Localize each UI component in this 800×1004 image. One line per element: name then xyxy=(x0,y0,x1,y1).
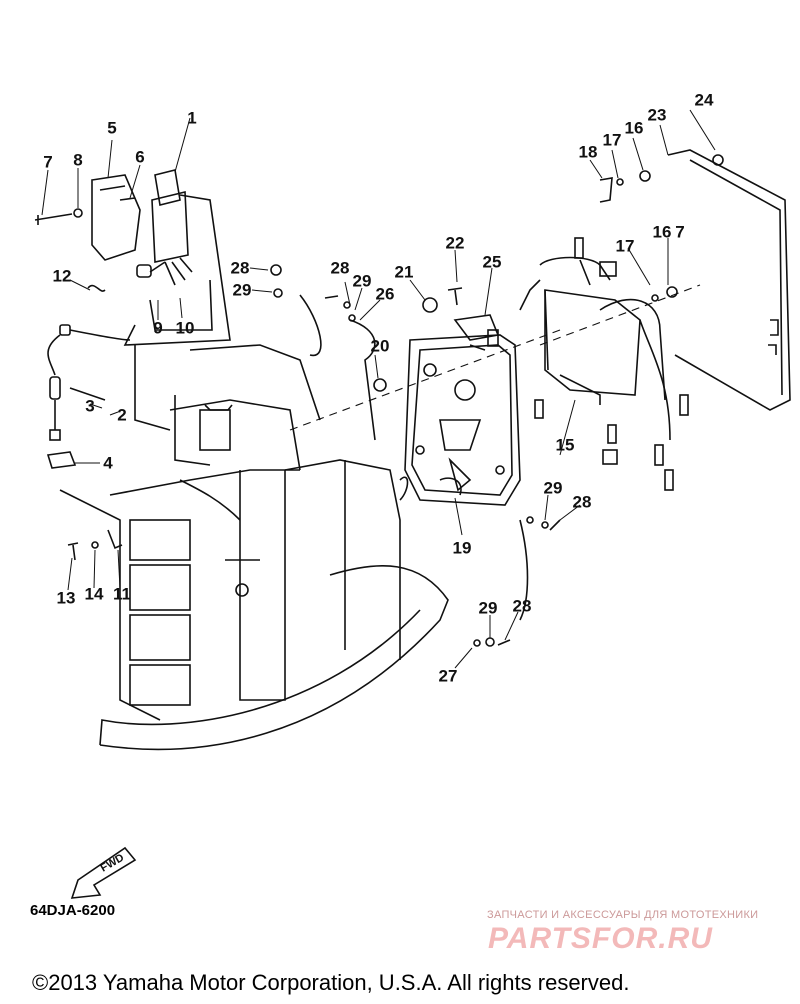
harness-assembly xyxy=(123,169,231,431)
callout-28-d: 28 xyxy=(512,596,532,616)
callout-23: 23 xyxy=(647,105,667,125)
callout-13: 13 xyxy=(56,588,76,608)
callout-6: 6 xyxy=(135,147,145,167)
callout-24: 24 xyxy=(694,90,714,110)
cover-bracket xyxy=(34,174,141,261)
callout-1: 1 xyxy=(187,108,197,128)
callout-29-a: 29 xyxy=(232,280,252,300)
centerline xyxy=(289,329,561,431)
centerline-2 xyxy=(539,284,701,346)
engine-outline xyxy=(59,344,449,751)
callout-25: 25 xyxy=(482,252,502,272)
relay-parts xyxy=(422,287,500,351)
callout-15: 15 xyxy=(555,435,575,455)
lower-bolts xyxy=(67,529,123,561)
sensor-wire xyxy=(46,284,131,469)
ignition-plate xyxy=(404,334,521,506)
callout-19: 19 xyxy=(452,538,472,558)
callout-28-c: 28 xyxy=(572,492,592,512)
fasteners xyxy=(270,154,724,647)
callout-7-b: 7 xyxy=(675,222,685,242)
callout-14: 14 xyxy=(84,584,104,604)
callout-29-d: 29 xyxy=(478,598,498,618)
callout-17-b: 17 xyxy=(615,236,635,256)
callout-5: 5 xyxy=(107,118,117,138)
callout-29-b: 29 xyxy=(352,271,372,291)
callout-7: 7 xyxy=(43,152,53,172)
callout-16: 16 xyxy=(624,118,644,138)
callout-8: 8 xyxy=(73,150,83,170)
callout-21: 21 xyxy=(394,262,414,282)
diagram-code: 64DJA-6200 xyxy=(30,902,116,919)
watermark-logo: PARTSFOR.RU xyxy=(488,922,713,955)
callout-10: 10 xyxy=(175,318,195,338)
callout-4: 4 xyxy=(103,453,113,473)
callout-12: 12 xyxy=(52,266,72,286)
callout-29-c: 29 xyxy=(543,478,563,498)
fwd-arrow-icon xyxy=(70,846,137,899)
callout-27: 27 xyxy=(438,666,458,686)
electrical-cover xyxy=(667,149,791,411)
watermark-tagline: ЗАПЧАСТИ И АКСЕССУАРЫ ДЛЯ МОТОТЕХНИКИ xyxy=(487,909,759,921)
callout-20: 20 xyxy=(370,336,390,356)
cdi-unit xyxy=(519,237,689,491)
callout-26: 26 xyxy=(375,284,395,304)
leader-lines xyxy=(41,109,716,669)
callout-28-a: 28 xyxy=(230,258,250,278)
callout-9: 9 xyxy=(153,318,163,338)
callout-28-b: 28 xyxy=(330,258,350,278)
callout-2: 2 xyxy=(117,405,127,425)
callout-18: 18 xyxy=(578,142,598,162)
copyright-text: ©2013 Yamaha Motor Corporation, U.S.A. A… xyxy=(32,970,630,995)
callout-17: 17 xyxy=(602,130,622,150)
callout-22: 22 xyxy=(445,233,465,253)
callout-11: 11 xyxy=(113,584,131,604)
callout-16-b: 16 xyxy=(652,222,672,242)
callout-3: 3 xyxy=(85,396,95,416)
